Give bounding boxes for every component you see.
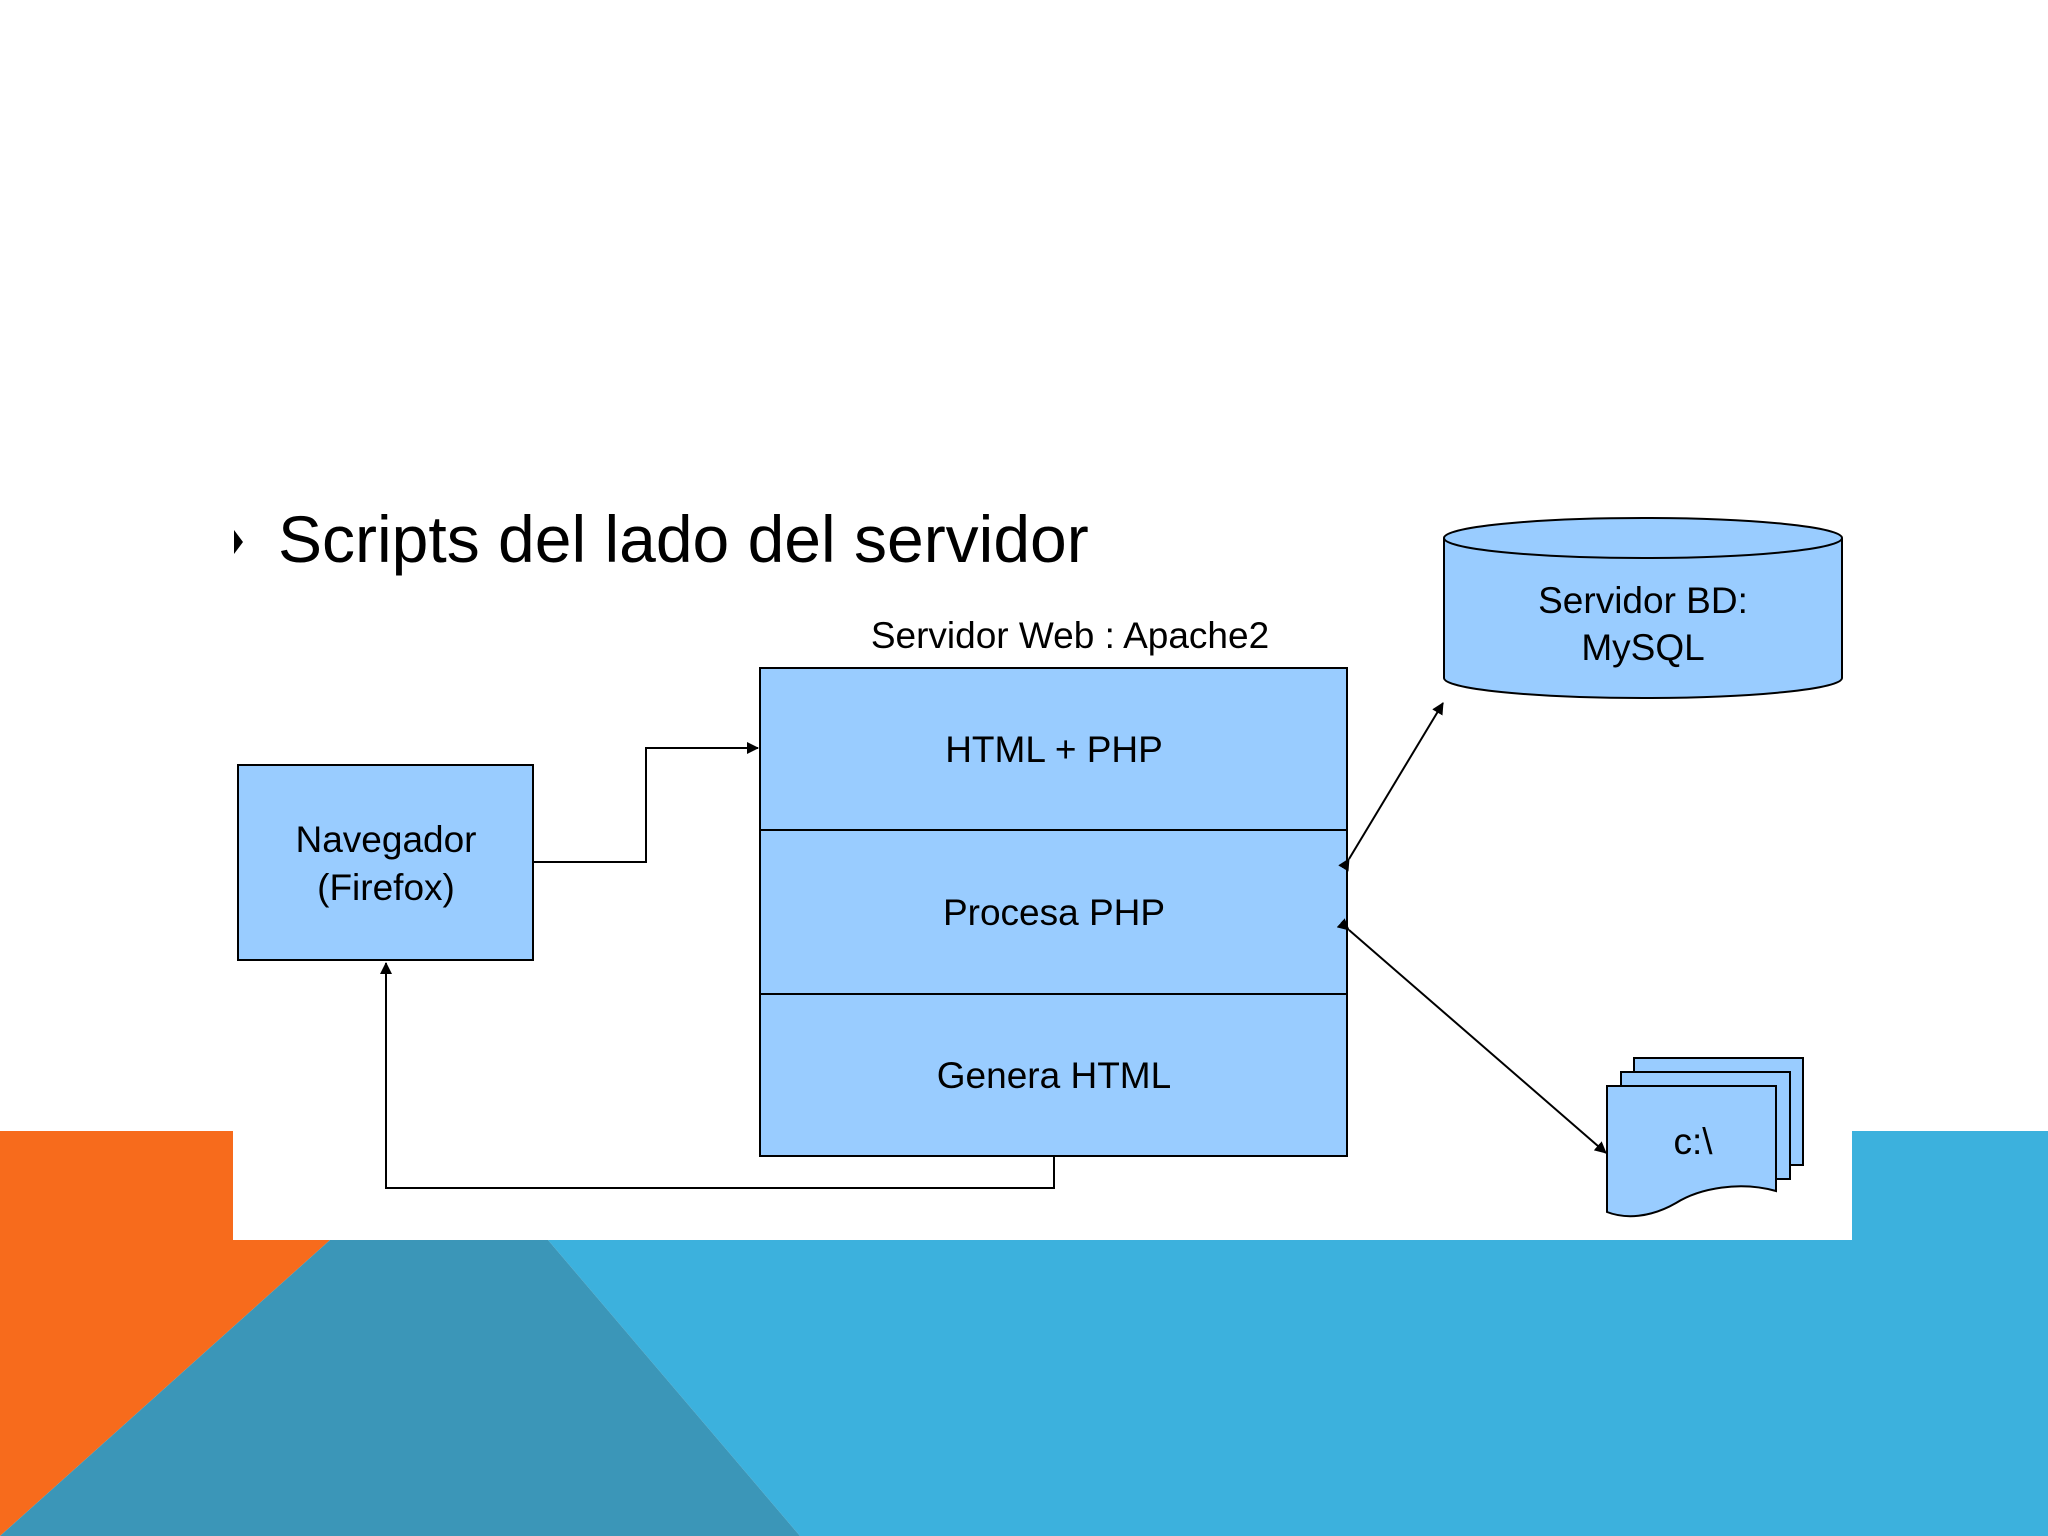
bullet-icon: [234, 530, 243, 554]
browser-label-line1: Navegador: [295, 819, 476, 860]
files-connection-arrow: [1336, 918, 1607, 1154]
files-stack-icon: [1606, 1057, 1804, 1218]
browser-box: [237, 764, 534, 961]
blue-band-shape: [548, 1131, 2048, 1536]
browser-label-line2: (Firefox): [317, 867, 455, 908]
response-arrow: [380, 962, 1055, 1189]
database-label-line2: MySQL: [1581, 627, 1704, 668]
db-connection-arrow: [1338, 702, 1444, 872]
server-row-label: HTML + PHP: [945, 729, 1163, 770]
server-row-genera-html: [759, 993, 1348, 1157]
request-arrow: [533, 742, 759, 863]
server-row-label: Procesa PHP: [943, 892, 1165, 933]
server-row-procesa-php: [759, 829, 1348, 995]
server-row-label: Genera HTML: [937, 1055, 1171, 1096]
files-label: c:\: [1673, 1121, 1713, 1162]
database-cylinder: [1443, 517, 1843, 699]
server-row-html-php: [759, 667, 1348, 831]
server-caption: Servidor Web : Apache2: [871, 615, 1269, 656]
teal-triangle-shape: [0, 1240, 800, 1536]
slide-title: Scripts del lado del servidor: [278, 502, 1089, 576]
database-label-line1: Servidor BD:: [1538, 580, 1748, 621]
orange-corner-shape: [0, 1131, 330, 1536]
